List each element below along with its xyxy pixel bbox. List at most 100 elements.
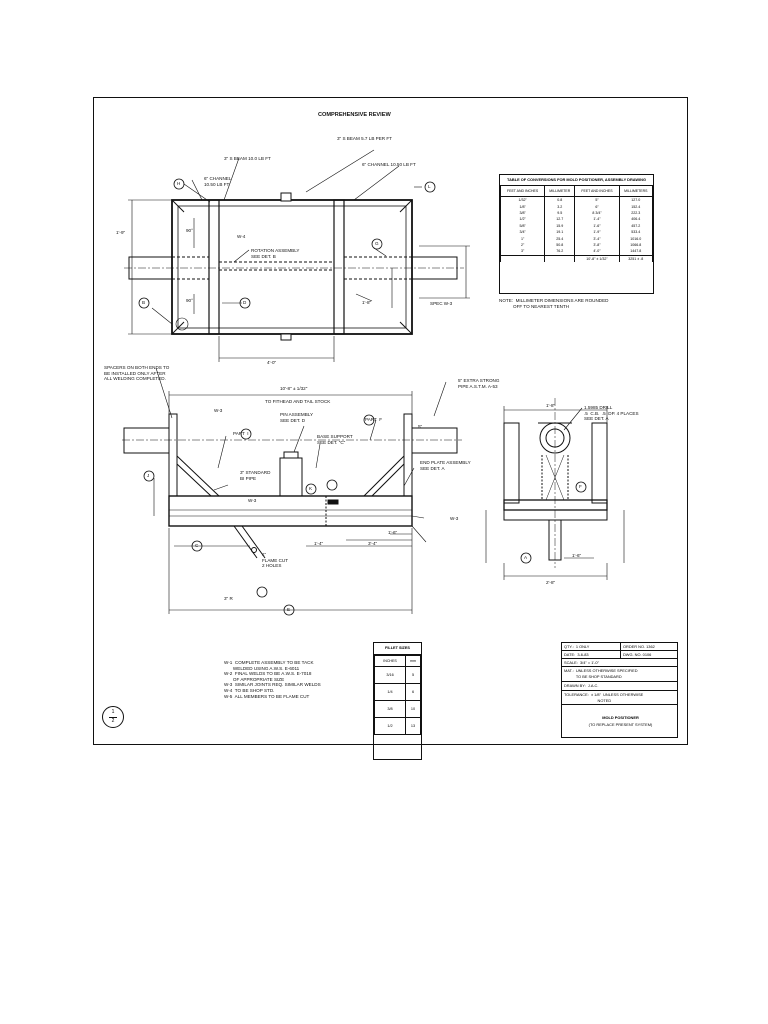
welding-note: W-1 COMPLETE ASSEMBLY TO BE TACK	[224, 660, 314, 665]
title-block-row: SCALE: 3/4" = 1'-0"	[562, 659, 677, 667]
welding-note: W-4 TO BE SHOP STD.	[224, 687, 275, 693]
standard-pipe-label: 3" STANDARD BI PIPE	[240, 470, 271, 481]
title-block-row: DRAWN BY: J.A.C.	[562, 682, 677, 691]
balloon-c: C	[195, 543, 199, 548]
beam-top-label: 3" S BEAM 5.7 LB PER FT	[337, 136, 392, 141]
welding-note: OF APPROPRIATE SIZE	[224, 676, 285, 682]
weld-w3-c: W-3	[450, 516, 459, 521]
conversion-cell: 15.9	[544, 222, 576, 229]
angle-90-bottom: 90°	[186, 298, 193, 303]
spacers-note: SPACERS ON BOTH ENDS TO BE INSTALLED ONL…	[104, 365, 170, 382]
conversion-header: MILLIMETER	[544, 185, 576, 197]
fillet-header: mm	[405, 655, 421, 667]
tolerance-field: TOLERANCE: ± 1/8" UNLESS OTHERWISE NOTED	[564, 692, 644, 703]
dim-bottom: 4'-0"	[267, 360, 277, 365]
base-support-label: BASE SUPPORT SEE DET. "C"	[317, 434, 353, 445]
sheet-number-numerator: 1	[111, 709, 115, 715]
flame-cut-label: 1" FLAME CUT 2 HOLES	[262, 552, 289, 569]
end-view	[503, 398, 608, 568]
channel-right-label: 6" CHANNEL 10.50 LB FT	[362, 162, 416, 167]
conversion-cell	[499, 254, 546, 262]
conversion-cell: 5"	[574, 196, 620, 204]
end-view-dimensions	[485, 406, 625, 580]
dim-height: 1'-9"	[116, 230, 126, 235]
dim-1-6: 1'-6"	[388, 530, 398, 535]
fillet-cell: 5	[405, 666, 421, 684]
fillet-cell: 3/16	[373, 666, 407, 684]
tofit-label: TO FITHEAD AND TAIL STOCK	[265, 399, 331, 404]
weld-w3-a: W-3	[214, 408, 223, 413]
dwg-field: DWG. NO. 0106	[620, 651, 679, 658]
conversion-note: NOTE: MILLIMETER DIMENSIONS ARE ROUNDED …	[499, 298, 609, 309]
plan-view-dimensions	[128, 149, 470, 362]
conversion-header: FEET AND INCHES	[499, 185, 546, 197]
balloon-l: L	[428, 184, 431, 189]
conversion-header-row: FEET AND INCHES MILLIMETER FEET AND INCH…	[499, 185, 654, 197]
elevation-balloons	[143, 414, 375, 616]
balloon-f: F	[579, 484, 582, 489]
balloon-d: D	[243, 300, 247, 305]
sheet-title: COMPREHENSIVE REVIEW	[318, 112, 391, 118]
conversion-cell: 1016.0	[618, 235, 654, 242]
conversion-cell: 10'-8" ± 1/32"	[574, 254, 620, 262]
end-plate-label: END PLATE ASSEMBLY SEE DET. A	[420, 460, 471, 471]
conversion-row: 10'-8" ± 1/32"3251 ± .8	[499, 254, 654, 262]
balloon-e: E	[287, 607, 291, 612]
sheet-number: 1 2	[102, 706, 124, 728]
conversion-cell: 3"	[499, 248, 546, 256]
welding-note: W-2 FINAL WELDS TO BE A.W.S. E-7018	[224, 671, 312, 677]
angle-90-top: 90°	[186, 228, 193, 233]
dim-1-4: 1'-4"	[314, 541, 324, 546]
drawing-sheet: COMPREHENSIVE REVIEW 3" S BEAM 5.7 LB PE…	[93, 97, 688, 760]
elevation-dimensions	[153, 367, 447, 614]
dim-3r: 3" R	[224, 596, 233, 601]
welding-note: WELDED USING A.W.S. E-6011	[224, 665, 300, 671]
balloon-k: K	[309, 486, 313, 491]
conversion-cell: 1/32"	[499, 196, 546, 204]
drawing-subname: (TO REPLACE PRESENT SYSTEM)	[588, 722, 653, 727]
weld-w3-b: W-3	[248, 498, 257, 503]
dim-5: 5"	[418, 424, 423, 429]
order-field: ORDER NO. 1362	[620, 643, 679, 650]
welding-note: W-3 SIMILAR JOINTS REQ. SIMILAR WELDS	[224, 682, 321, 688]
fillet-cell: 10	[405, 700, 421, 718]
end-dim-top: 1'-8"	[546, 403, 556, 408]
beam-left-label: 3" S BEAM 10.0 LB FT	[224, 156, 271, 161]
conversion-cell: 4'-0"	[574, 248, 620, 256]
fillet-cell: 1/4	[373, 683, 407, 701]
end-dim-side: 1'-6"	[572, 553, 582, 558]
conversion-cell: 19.1	[544, 228, 576, 236]
plan-view-shafts	[124, 192, 464, 341]
fillet-cell: 3/8	[373, 700, 407, 718]
spec-w3-label: SPEC W-3	[430, 301, 453, 306]
title-block: QTY.: 1 ONLY ORDER NO. 1362 DATE: 3-6-83…	[561, 642, 678, 738]
conversion-cell: 3251 ± .8	[618, 254, 654, 262]
balloon-b: B	[142, 300, 146, 305]
fillet-cell: 1/2	[373, 717, 407, 735]
end-view-balloons	[520, 481, 587, 564]
title-block-row: QTY.: 1 ONLY ORDER NO. 1362	[562, 643, 677, 651]
conversion-cell: 9.5	[544, 209, 576, 217]
qty-field: QTY.: 1 ONLY	[564, 644, 590, 649]
conversion-cell: 406.4	[618, 216, 654, 223]
scale-field: SCALE: 3/4" = 1'-0"	[564, 660, 599, 665]
fillet-cell: 13	[405, 717, 421, 735]
conversion-cell: 0.8	[544, 196, 576, 204]
rotation-assembly-label: ROTATION ASSEMBLY SEE DET. B	[251, 248, 300, 259]
welding-notes: W-1 COMPLETE ASSEMBLY TO BE TACK WELDED …	[224, 660, 321, 699]
sheet-number-bar	[109, 716, 117, 718]
conversion-cell: 1066.8	[618, 241, 654, 249]
fillet-header-row: INCHES mm	[373, 655, 421, 667]
conversion-cell: 1447.8	[618, 248, 654, 256]
conversion-header: MILLIMETERS	[618, 185, 654, 197]
drill-label: 1.5985 DRILL .5 C.B. .5 DP. 4 PLACES SEE…	[584, 405, 639, 422]
plan-view-frame	[171, 199, 413, 335]
